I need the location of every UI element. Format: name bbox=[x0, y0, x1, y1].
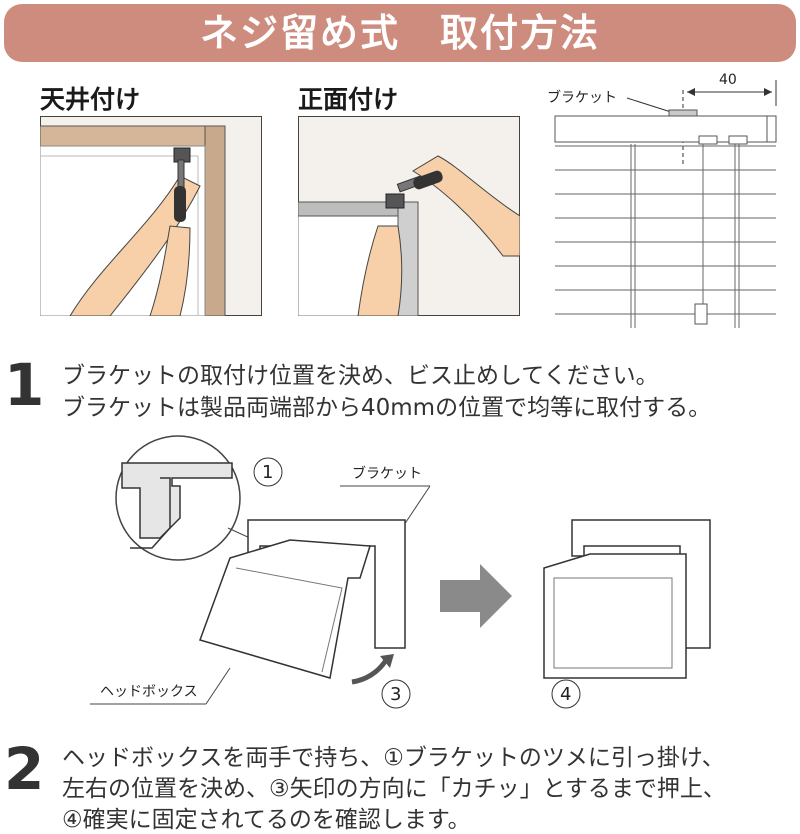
ceiling-mount-illustration bbox=[40, 116, 262, 316]
next-step-arrow bbox=[440, 564, 512, 628]
step-2-line-3: ④確実に固定されてるのを確認します。 bbox=[62, 807, 471, 833]
bracket-label-diagram: ブラケット bbox=[352, 465, 422, 482]
marker-3: 3 bbox=[390, 684, 401, 705]
marker-1: 1 bbox=[262, 462, 273, 483]
front-mount-label: 正面付け bbox=[298, 85, 399, 114]
headbox-install-diagram: 1 ブラケット 3 ヘッドボックス 4 bbox=[90, 435, 711, 709]
step-2-number: 2 bbox=[4, 735, 45, 803]
marker-4: 4 bbox=[560, 684, 571, 705]
ceiling-mount-label: 天井付け bbox=[40, 85, 141, 114]
title-banner: ネジ留め式 取付方法 bbox=[4, 4, 796, 62]
front-mount-illustration bbox=[298, 116, 520, 316]
step-1-line-2: ブラケットは製品両端部から40mmの位置で均等に取付する。 bbox=[62, 395, 712, 421]
bracket-label-top: ブラケット bbox=[547, 89, 617, 106]
step-2-line-1: ヘッドボックスを両手で持ち、①ブラケットのツメに引っ掛け、 bbox=[62, 745, 725, 771]
bracket-position-diagram: 40 ブラケット bbox=[547, 72, 777, 328]
page-title: ネジ留め式 取付方法 bbox=[199, 11, 600, 55]
step-1-number: 1 bbox=[4, 351, 45, 419]
step-1-line-1: ブラケットの取付け位置を決め、ビス止めしてください。 bbox=[62, 363, 659, 389]
step-2-line-2: 左右の位置を決め、③矢印の方向に「カチッ」とするまで押上、 bbox=[62, 776, 726, 802]
dimension-40-label: 40 bbox=[719, 72, 737, 88]
headbox-label: ヘッドボックス bbox=[100, 684, 198, 700]
